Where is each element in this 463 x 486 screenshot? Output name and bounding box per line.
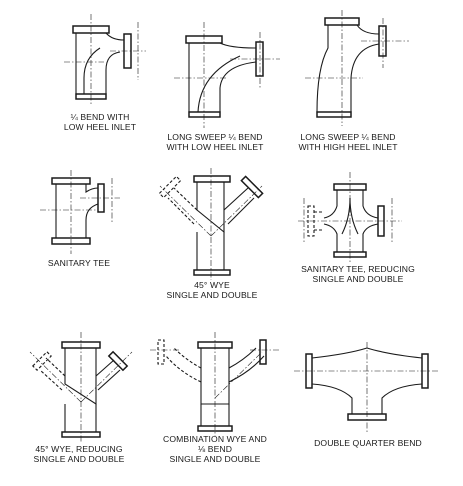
fitting-wye-45: 45° WYE SINGLE AND DOUBLE [142, 166, 282, 306]
caption-line: SINGLE AND DOUBLE [169, 454, 261, 464]
caption-long-sweep-high-heel: LONG SWEEP ¼ BEND WITH HIGH HEEL INLET [283, 132, 413, 152]
caption-line: SINGLE AND DOUBLE [33, 454, 125, 464]
caption-line: ¼ BEND WITH [70, 112, 130, 122]
caption-sanitary-tee-reducing: SANITARY TEE, REDUCING SINGLE AND DOUBLE [278, 264, 438, 284]
fitting-sanitary-tee: SANITARY TEE [14, 168, 144, 278]
caption-line: DOUBLE QUARTER BEND [314, 438, 422, 448]
long-sweep-low-heel-drawing [174, 22, 280, 128]
caption-line: 45° WYE [194, 280, 230, 290]
caption-line: COMBINATION WYE AND [163, 434, 267, 444]
fitting-sanitary-tee-reducing: SANITARY TEE, REDUCING SINGLE AND DOUBLE [278, 168, 438, 288]
double-quarter-bend-drawing [294, 342, 440, 432]
caption-long-sweep-low-heel: LONG SWEEP ¼ BEND WITH LOW HEEL INLET [150, 132, 280, 152]
caption-line: WITH LOW HEEL INLET [166, 142, 264, 152]
caption-line: LONG SWEEP ¼ BEND [167, 132, 263, 142]
fitting-double-quarter-bend: DOUBLE QUARTER BEND [288, 340, 448, 460]
caption-quarter-bend-low-heel: ¼ BEND WITH LOW HEEL INLET [40, 112, 160, 132]
sanitary-tee-drawing [40, 170, 120, 254]
fitting-long-sweep-high-heel: LONG SWEEP ¼ BEND WITH HIGH HEEL INLET [283, 8, 413, 158]
quarter-bend-low-heel-drawing [64, 14, 146, 106]
caption-line: LONG SWEEP ¼ BEND [300, 132, 396, 142]
wye-45-reducing-drawing [29, 332, 133, 442]
wye-45-drawing [158, 168, 264, 280]
caption-wye-45-reducing: 45° WYE, REDUCING SINGLE AND DOUBLE [4, 444, 154, 464]
caption-line: LOW HEEL INLET [63, 122, 137, 132]
caption-wye-45: 45° WYE SINGLE AND DOUBLE [142, 280, 282, 300]
caption-combination-wye: COMBINATION WYE AND ⅛ BEND SINGLE AND DO… [140, 434, 290, 464]
combination-wye-drawing [150, 332, 280, 436]
caption-line: SINGLE AND DOUBLE [166, 290, 258, 300]
caption-line: SINGLE AND DOUBLE [312, 274, 404, 284]
caption-line: SANITARY TEE, REDUCING [301, 264, 415, 274]
sanitary-tee-reducing-drawing [298, 172, 402, 262]
fitting-combination-wye: COMBINATION WYE AND ⅛ BEND SINGLE AND DO… [140, 328, 290, 484]
caption-line: SANITARY TEE [47, 258, 111, 268]
caption-sanitary-tee: SANITARY TEE [14, 258, 144, 268]
fitting-long-sweep-low-heel: LONG SWEEP ¼ BEND WITH LOW HEEL INLET [150, 8, 280, 158]
long-sweep-high-heel-drawing [305, 10, 409, 126]
fitting-quarter-bend-low-heel: ¼ BEND WITH LOW HEEL INLET [40, 8, 160, 138]
caption-line: 45° WYE, REDUCING [35, 444, 123, 454]
caption-double-quarter-bend: DOUBLE QUARTER BEND [288, 438, 448, 448]
fitting-wye-45-reducing: 45° WYE, REDUCING SINGLE AND DOUBLE [4, 328, 154, 478]
caption-line: WITH HIGH HEEL INLET [298, 142, 398, 152]
caption-line: ⅛ BEND [197, 444, 233, 454]
